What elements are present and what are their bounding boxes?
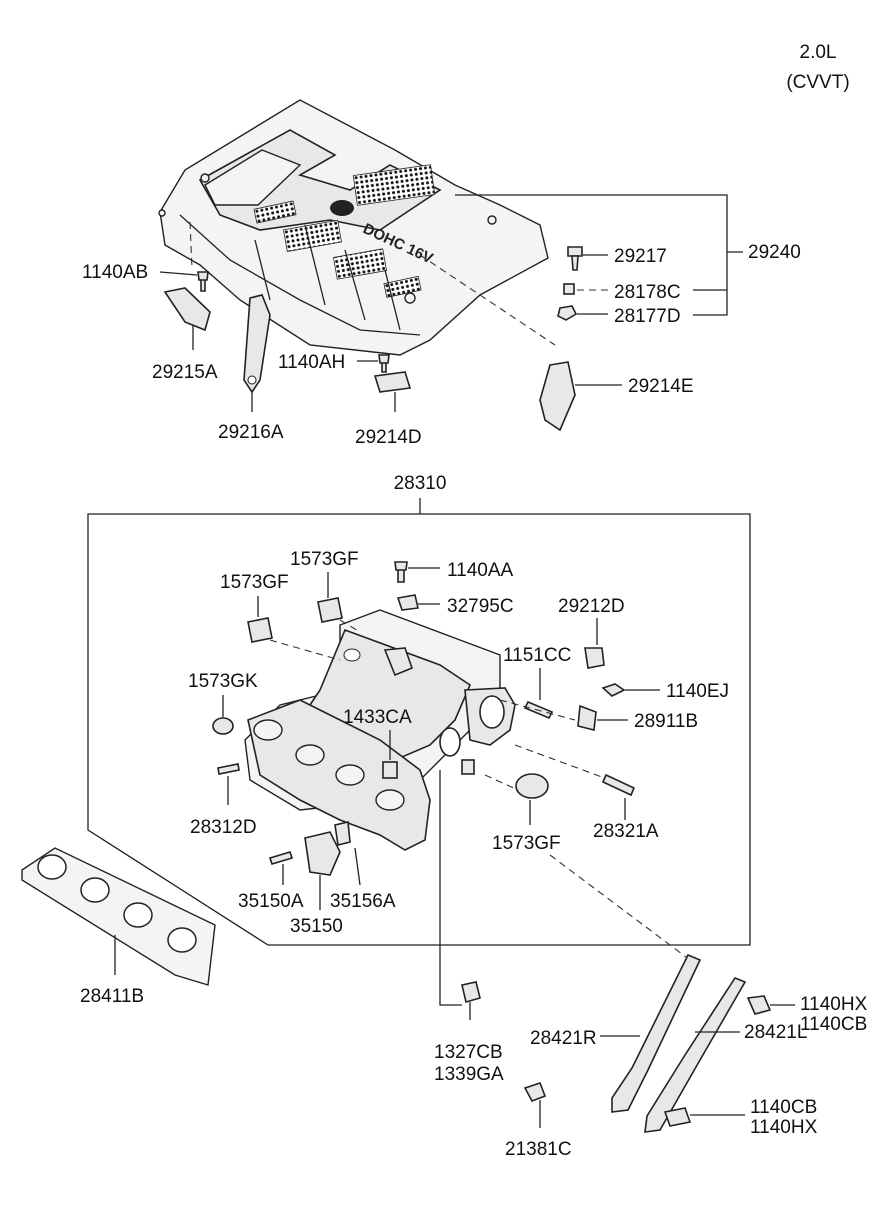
label-28177d: 28177D	[614, 306, 681, 327]
label-35150a: 35150A	[238, 891, 304, 912]
ring-1573gf-c	[515, 773, 549, 799]
label-29215a: 29215A	[152, 362, 218, 383]
label-28421l: 28421L	[744, 1022, 807, 1043]
bracket-29215a	[163, 287, 211, 332]
label-29217: 29217	[614, 246, 667, 267]
plug-1433ca	[382, 761, 398, 779]
label-29214e: 29214E	[628, 376, 694, 397]
stay-28421l	[644, 977, 747, 1133]
engine-variant-label: (CVVT)	[786, 72, 849, 93]
label-28321a: 28321A	[593, 821, 659, 842]
label-1339ga: 1339GA	[434, 1064, 504, 1085]
bolt-1140ej	[601, 683, 626, 697]
bolt-1140aa	[394, 561, 408, 583]
label-1140cb-b: 1140CB	[750, 1097, 817, 1118]
nut-1327cb	[461, 981, 481, 1003]
label-1573gf-a: 1573GF	[290, 549, 359, 570]
pin-28312d	[217, 763, 240, 775]
label-28411b: 28411B	[80, 986, 144, 1007]
engine-cover: DOHC 16V	[158, 99, 549, 356]
label-28421r: 28421R	[530, 1028, 597, 1049]
sensor-28321a	[601, 773, 636, 797]
bracket-29214e	[539, 361, 576, 432]
label-1573gk: 1573GK	[188, 671, 258, 692]
label-28178c: 28178C	[614, 282, 681, 303]
label-35150: 35150	[290, 916, 343, 937]
gasket-28411b	[21, 847, 216, 986]
label-1140ab: 1140AB	[82, 262, 148, 283]
label-1140hx-a: 1140HX	[800, 994, 868, 1015]
bolt-1140ab	[197, 271, 209, 292]
ring-1573gk	[212, 717, 234, 735]
engine-size-label: 2.0L	[800, 42, 837, 63]
label-28911b: 28911B	[634, 711, 698, 732]
bracket-29214d	[373, 371, 412, 393]
label-1140cb-a: 1140CB	[800, 1014, 867, 1035]
bolt-21381c	[523, 1081, 547, 1102]
label-1140aa: 1140AA	[447, 560, 514, 581]
label-29212d: 29212D	[558, 596, 625, 617]
label-21381c: 21381C	[505, 1139, 572, 1160]
label-28312d: 28312D	[190, 817, 257, 838]
label-28310: 28310	[394, 473, 447, 494]
assembly-outline-28310	[87, 513, 751, 946]
label-29214d: 29214D	[355, 427, 422, 448]
screw-35150a	[268, 851, 294, 865]
ring-1573gf-a	[317, 597, 343, 623]
label-1327cb: 1327CB	[434, 1042, 503, 1063]
label-1573gf-b: 1573GF	[220, 572, 289, 593]
label-29216a: 29216A	[218, 422, 284, 443]
bracket-28911b	[577, 704, 597, 731]
label-1140ah: 1140AH	[278, 352, 345, 373]
bracket-32795c	[396, 594, 419, 611]
label-32795c: 32795C	[447, 596, 514, 617]
label-1140ej: 1140EJ	[666, 681, 729, 702]
fitting-29212d	[584, 647, 605, 669]
stay-28421r	[611, 953, 702, 1113]
label-1573gf-c: 1573GF	[492, 833, 561, 854]
sensor-35150	[304, 831, 341, 876]
clip-35156a	[334, 821, 351, 846]
label-1151cc: 1151CC	[503, 645, 571, 666]
label-1140hx-b: 1140HX	[750, 1117, 818, 1138]
bolt-1140ah	[378, 354, 390, 373]
bolt-29217	[567, 246, 583, 271]
bolt-1140cb-b	[663, 1107, 692, 1127]
label-35156a: 35156A	[330, 891, 396, 912]
grommet-28178c	[563, 283, 575, 295]
label-29240: 29240	[748, 242, 801, 263]
bolt-1140hx-a	[746, 995, 772, 1015]
label-1433ca: 1433CA	[343, 707, 412, 728]
ring-1573gf-b	[247, 617, 273, 643]
nut-28177d	[557, 305, 578, 321]
intake-manifold	[244, 609, 516, 851]
bracket-29216a	[243, 294, 271, 394]
